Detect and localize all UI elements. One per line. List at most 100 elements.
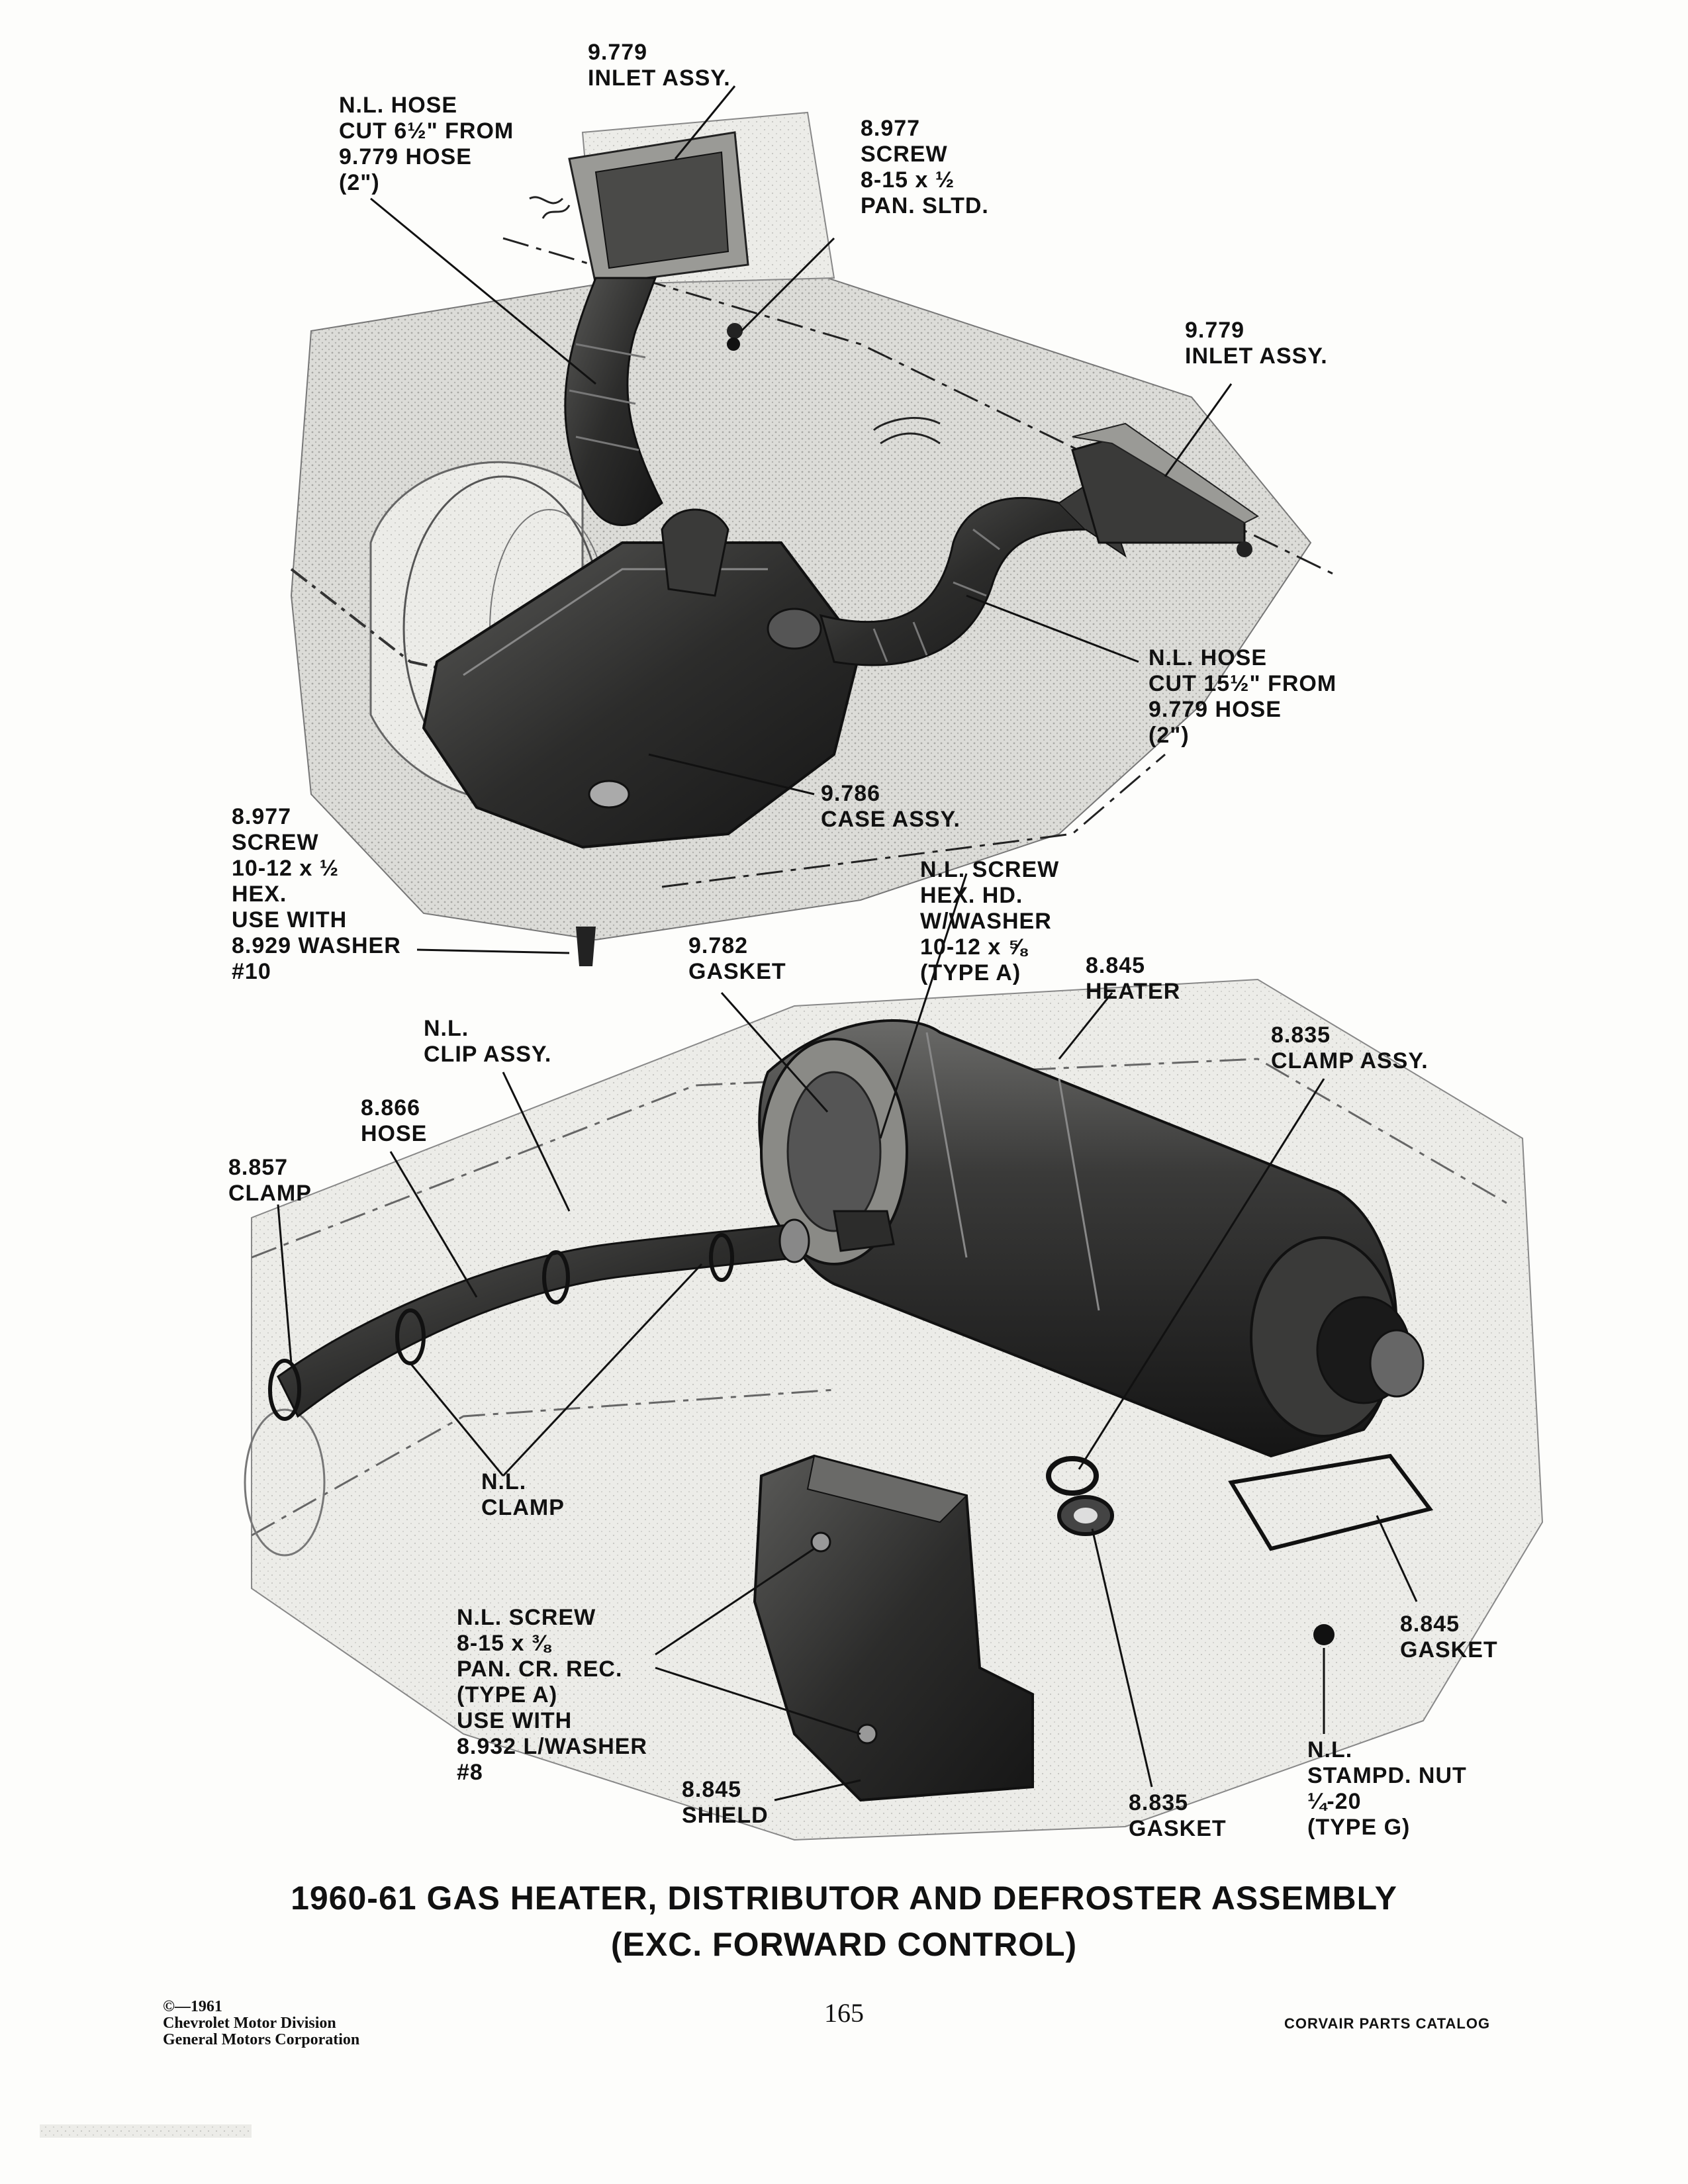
part-description: CUT 15½" FROM	[1149, 671, 1337, 696]
part-description: CUT 6½" FROM	[339, 118, 514, 144]
upper-leader-lines	[370, 85, 1233, 954]
part-description: (TYPE G)	[1307, 1815, 1411, 1840]
catalog-name: CORVAIR PARTS CATALOG	[1284, 2015, 1491, 2032]
part-number: 8.857	[228, 1155, 289, 1180]
distributor-case	[422, 508, 863, 849]
part-description: GASKET	[688, 959, 786, 984]
part-description: #10	[232, 959, 271, 984]
lower-leader-lines	[277, 873, 1418, 1801]
callout-nl-clamp: N.L. CLAMP	[481, 1469, 565, 1521]
part-description: HEX. HD.	[920, 883, 1023, 908]
callout-clamp-8857: 8.857 CLAMP	[228, 1155, 312, 1206]
part-description: ¼-20	[1307, 1789, 1362, 1814]
part-description: 8.929 WASHER	[232, 933, 401, 958]
part-number: 8.845	[682, 1777, 742, 1802]
part-description: 9.779 HOSE	[1149, 697, 1282, 722]
part-description: CLAMP ASSY.	[1271, 1048, 1429, 1073]
part-description: SCREW	[861, 142, 948, 167]
part-description: N.L. HOSE	[339, 93, 458, 118]
part-number: 9.782	[688, 933, 749, 958]
callout-hose-6half: N.L. HOSE CUT 6½" FROM 9.779 HOSE (2")	[339, 93, 514, 196]
part-description: INLET ASSY.	[588, 66, 731, 91]
part-description: USE WITH	[232, 907, 348, 933]
callout-gasket-9782: 9.782 GASKET	[688, 933, 786, 985]
callout-case-assy: 9.786 CASE ASSY.	[821, 781, 961, 833]
part-description: STAMPD. NUT	[1307, 1763, 1467, 1788]
callout-screw-8-15-pan: 8.977 SCREW 8-15 x ½ PAN. SLTD.	[861, 116, 989, 219]
footer-copyright-block: ©—1961 Chevrolet Motor Division General …	[163, 1999, 359, 2048]
part-number: 9.779	[1185, 318, 1245, 343]
part-number: 8.866	[361, 1095, 421, 1120]
part-number: 8.977	[861, 116, 921, 141]
callout-gasket-8835: 8.835 GASKET	[1129, 1790, 1227, 1842]
part-description: USE WITH	[457, 1708, 573, 1733]
part-description: (TYPE A)	[920, 960, 1021, 985]
callout-gasket-8845: 8.845 GASKET	[1400, 1612, 1498, 1663]
upper-inlet-assembly	[568, 131, 749, 339]
heater-body	[758, 1019, 1425, 1458]
part-description: N.L.	[1307, 1737, 1353, 1762]
part-description: PAN. CR. REC.	[457, 1657, 623, 1682]
part-description: (2")	[1149, 723, 1190, 748]
part-number: 8.977	[232, 804, 292, 829]
part-description: HEATER	[1086, 979, 1181, 1004]
callout-hose-15half: N.L. HOSE CUT 15½" FROM 9.779 HOSE (2")	[1149, 645, 1336, 749]
part-description: CLIP ASSY.	[424, 1042, 552, 1067]
right-inlet-assembly	[1071, 422, 1259, 557]
copyright-line: ©—1961	[163, 1998, 222, 2015]
part-description: CASE ASSY.	[821, 807, 961, 832]
part-description: 10-12 x ½	[232, 856, 340, 881]
figure-title: 1960-61 GAS HEATER, DISTRIBUTOR AND DEFR…	[291, 1880, 1397, 1917]
part-description: CLAMP	[481, 1495, 565, 1520]
part-description: N.L.	[424, 1016, 469, 1041]
part-number: 8.835	[1271, 1023, 1331, 1048]
division-line: Chevrolet Motor Division	[163, 2015, 336, 2032]
part-description: 8-15 x ½	[861, 167, 955, 193]
callout-inlet-assy-top: 9.779 INLET ASSY.	[588, 40, 731, 91]
part-description: GASKET	[1129, 1816, 1227, 1841]
part-description: INLET ASSY.	[1185, 343, 1328, 369]
lower-gaskets	[1046, 1453, 1434, 1645]
part-description: SHIELD	[682, 1803, 769, 1828]
part-description: HOSE	[361, 1121, 428, 1146]
part-description: N.L. SCREW	[457, 1605, 596, 1630]
part-description: (TYPE A)	[457, 1682, 558, 1707]
part-number: 8.845	[1400, 1612, 1460, 1637]
part-description: N.L.	[481, 1469, 527, 1494]
part-description: 9.779 HOSE	[339, 144, 472, 169]
part-description: PAN. SLTD.	[861, 193, 989, 218]
part-description: 8.932 L/WASHER	[457, 1734, 647, 1759]
part-description: 10-12 x ⅝	[920, 934, 1028, 960]
callout-clip-assy: N.L. CLIP ASSY.	[424, 1016, 551, 1068]
part-description: HEX.	[232, 882, 287, 907]
part-description: N.L. HOSE	[1149, 645, 1268, 670]
part-number: 8.845	[1086, 953, 1146, 978]
part-number: 9.786	[821, 781, 881, 806]
page-edge-speckle	[40, 2124, 252, 2138]
part-description: 8-15 x ⅜	[457, 1631, 551, 1656]
part-number: 8.835	[1129, 1790, 1189, 1815]
callout-screw-pan-cr: N.L. SCREW 8-15 x ⅜ PAN. CR. REC. (TYPE …	[457, 1605, 647, 1786]
part-description: #8	[457, 1760, 483, 1785]
callout-inlet-assy-right: 9.779 INLET ASSY.	[1185, 318, 1328, 369]
callout-stampd-nut: N.L. STAMPD. NUT ¼-20 (TYPE G)	[1307, 1737, 1467, 1841]
corporation-line: General Motors Corporation	[163, 2031, 360, 2048]
callout-clamp-assy: 8.835 CLAMP ASSY.	[1271, 1023, 1429, 1074]
upper-hose-6half	[564, 277, 663, 526]
part-description: SCREW	[232, 830, 319, 855]
upper-screws	[576, 338, 740, 966]
part-description: GASKET	[1400, 1637, 1498, 1662]
part-description: W/WASHER	[920, 909, 1052, 934]
part-number: 9.779	[588, 40, 648, 65]
callout-screw-hex-hd: N.L. SCREW HEX. HD. W/WASHER 10-12 x ⅝ (…	[920, 857, 1059, 986]
lower-hose-8866	[277, 1210, 895, 1418]
part-description: (2")	[339, 170, 380, 195]
shield	[753, 1454, 1034, 1802]
callout-shield: 8.845 SHIELD	[682, 1777, 769, 1829]
part-description: CLAMP	[228, 1181, 312, 1206]
callout-hose-8866: 8.866 HOSE	[361, 1095, 427, 1147]
callout-heater: 8.845 HEATER	[1086, 953, 1180, 1005]
page-number: 165	[824, 1998, 864, 2028]
